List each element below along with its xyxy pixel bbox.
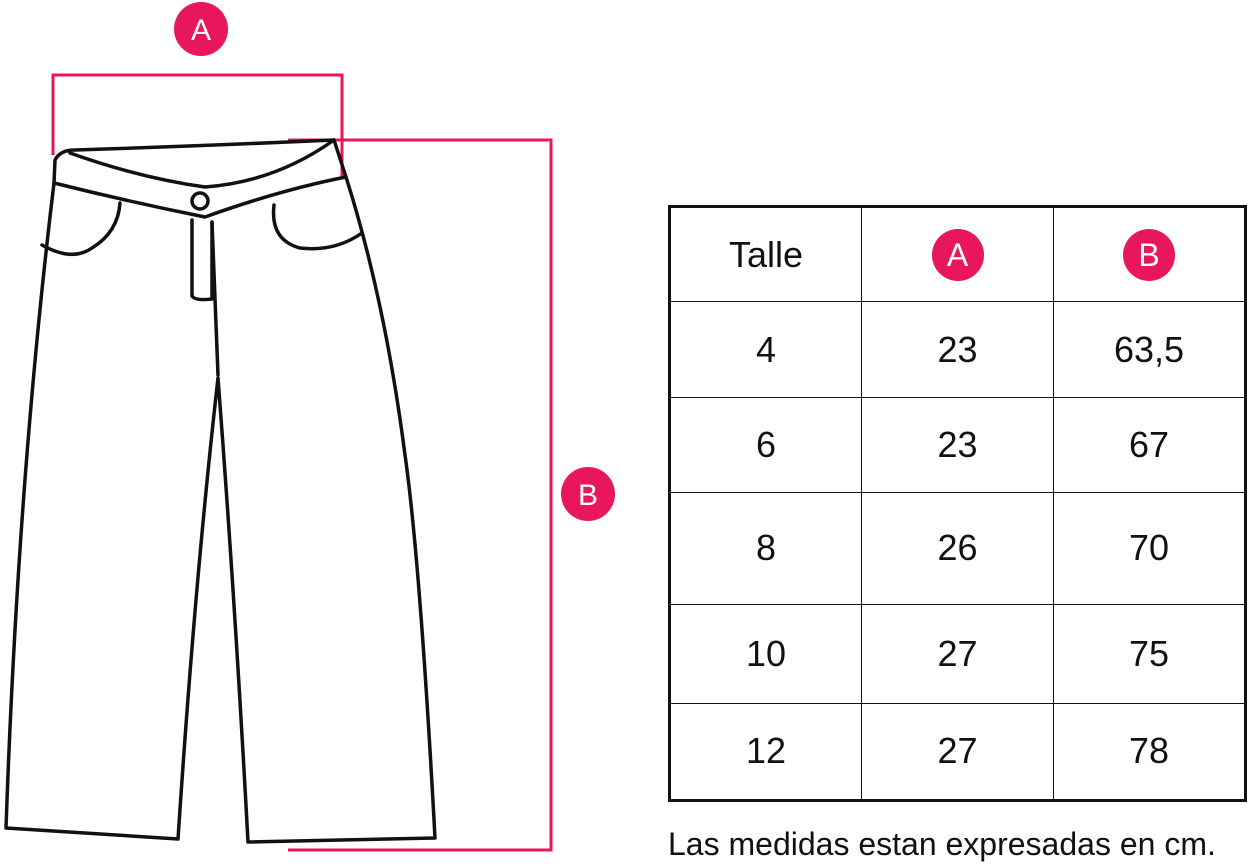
- badge-b: B: [561, 467, 615, 521]
- cell-b: 63,5: [1053, 300, 1246, 399]
- measure-b-bracket: [288, 138, 553, 852]
- header-col-a: A: [861, 206, 1054, 302]
- cell-b: 75: [1053, 603, 1246, 704]
- table-row: 12 27 78: [669, 702, 1246, 802]
- cell-a: 23: [861, 300, 1054, 399]
- size-table: Talle A B 4 23 63,5 6 23 67 8 26 70 10 2…: [668, 205, 1247, 802]
- units-footnote: Las medidas estan expresadas en cm.: [668, 826, 1216, 862]
- cell-size: 8: [669, 492, 862, 605]
- svg-text:A: A: [191, 14, 211, 47]
- badge-col-b: B: [1123, 228, 1175, 281]
- cell-size: 4: [669, 300, 862, 399]
- table-header-row: Talle A B: [669, 206, 1246, 302]
- measure-a-bracket: [51, 73, 344, 178]
- header-size: Talle: [669, 206, 862, 302]
- cell-b: 70: [1053, 492, 1246, 605]
- table-row: 4 23 63,5: [669, 300, 1246, 399]
- header-col-b: B: [1053, 206, 1246, 302]
- table-row: 10 27 75: [669, 603, 1246, 704]
- cell-b: 67: [1053, 397, 1246, 494]
- cell-size: 12: [669, 702, 862, 802]
- cell-size: 10: [669, 603, 862, 704]
- table-row: 6 23 67: [669, 397, 1246, 494]
- cell-size: 6: [669, 397, 862, 494]
- cell-b: 78: [1053, 702, 1246, 802]
- pants-outline: [4, 138, 437, 844]
- cell-a: 26: [861, 492, 1054, 605]
- badge-col-a: A: [931, 228, 984, 281]
- cell-a: 23: [861, 397, 1054, 494]
- table-row: 8 26 70: [669, 492, 1246, 605]
- pants-diagram: A B: [4, 2, 615, 852]
- cell-a: 27: [861, 702, 1054, 802]
- cell-a: 27: [861, 603, 1054, 704]
- svg-text:B: B: [578, 479, 598, 512]
- badge-a: A: [174, 2, 228, 56]
